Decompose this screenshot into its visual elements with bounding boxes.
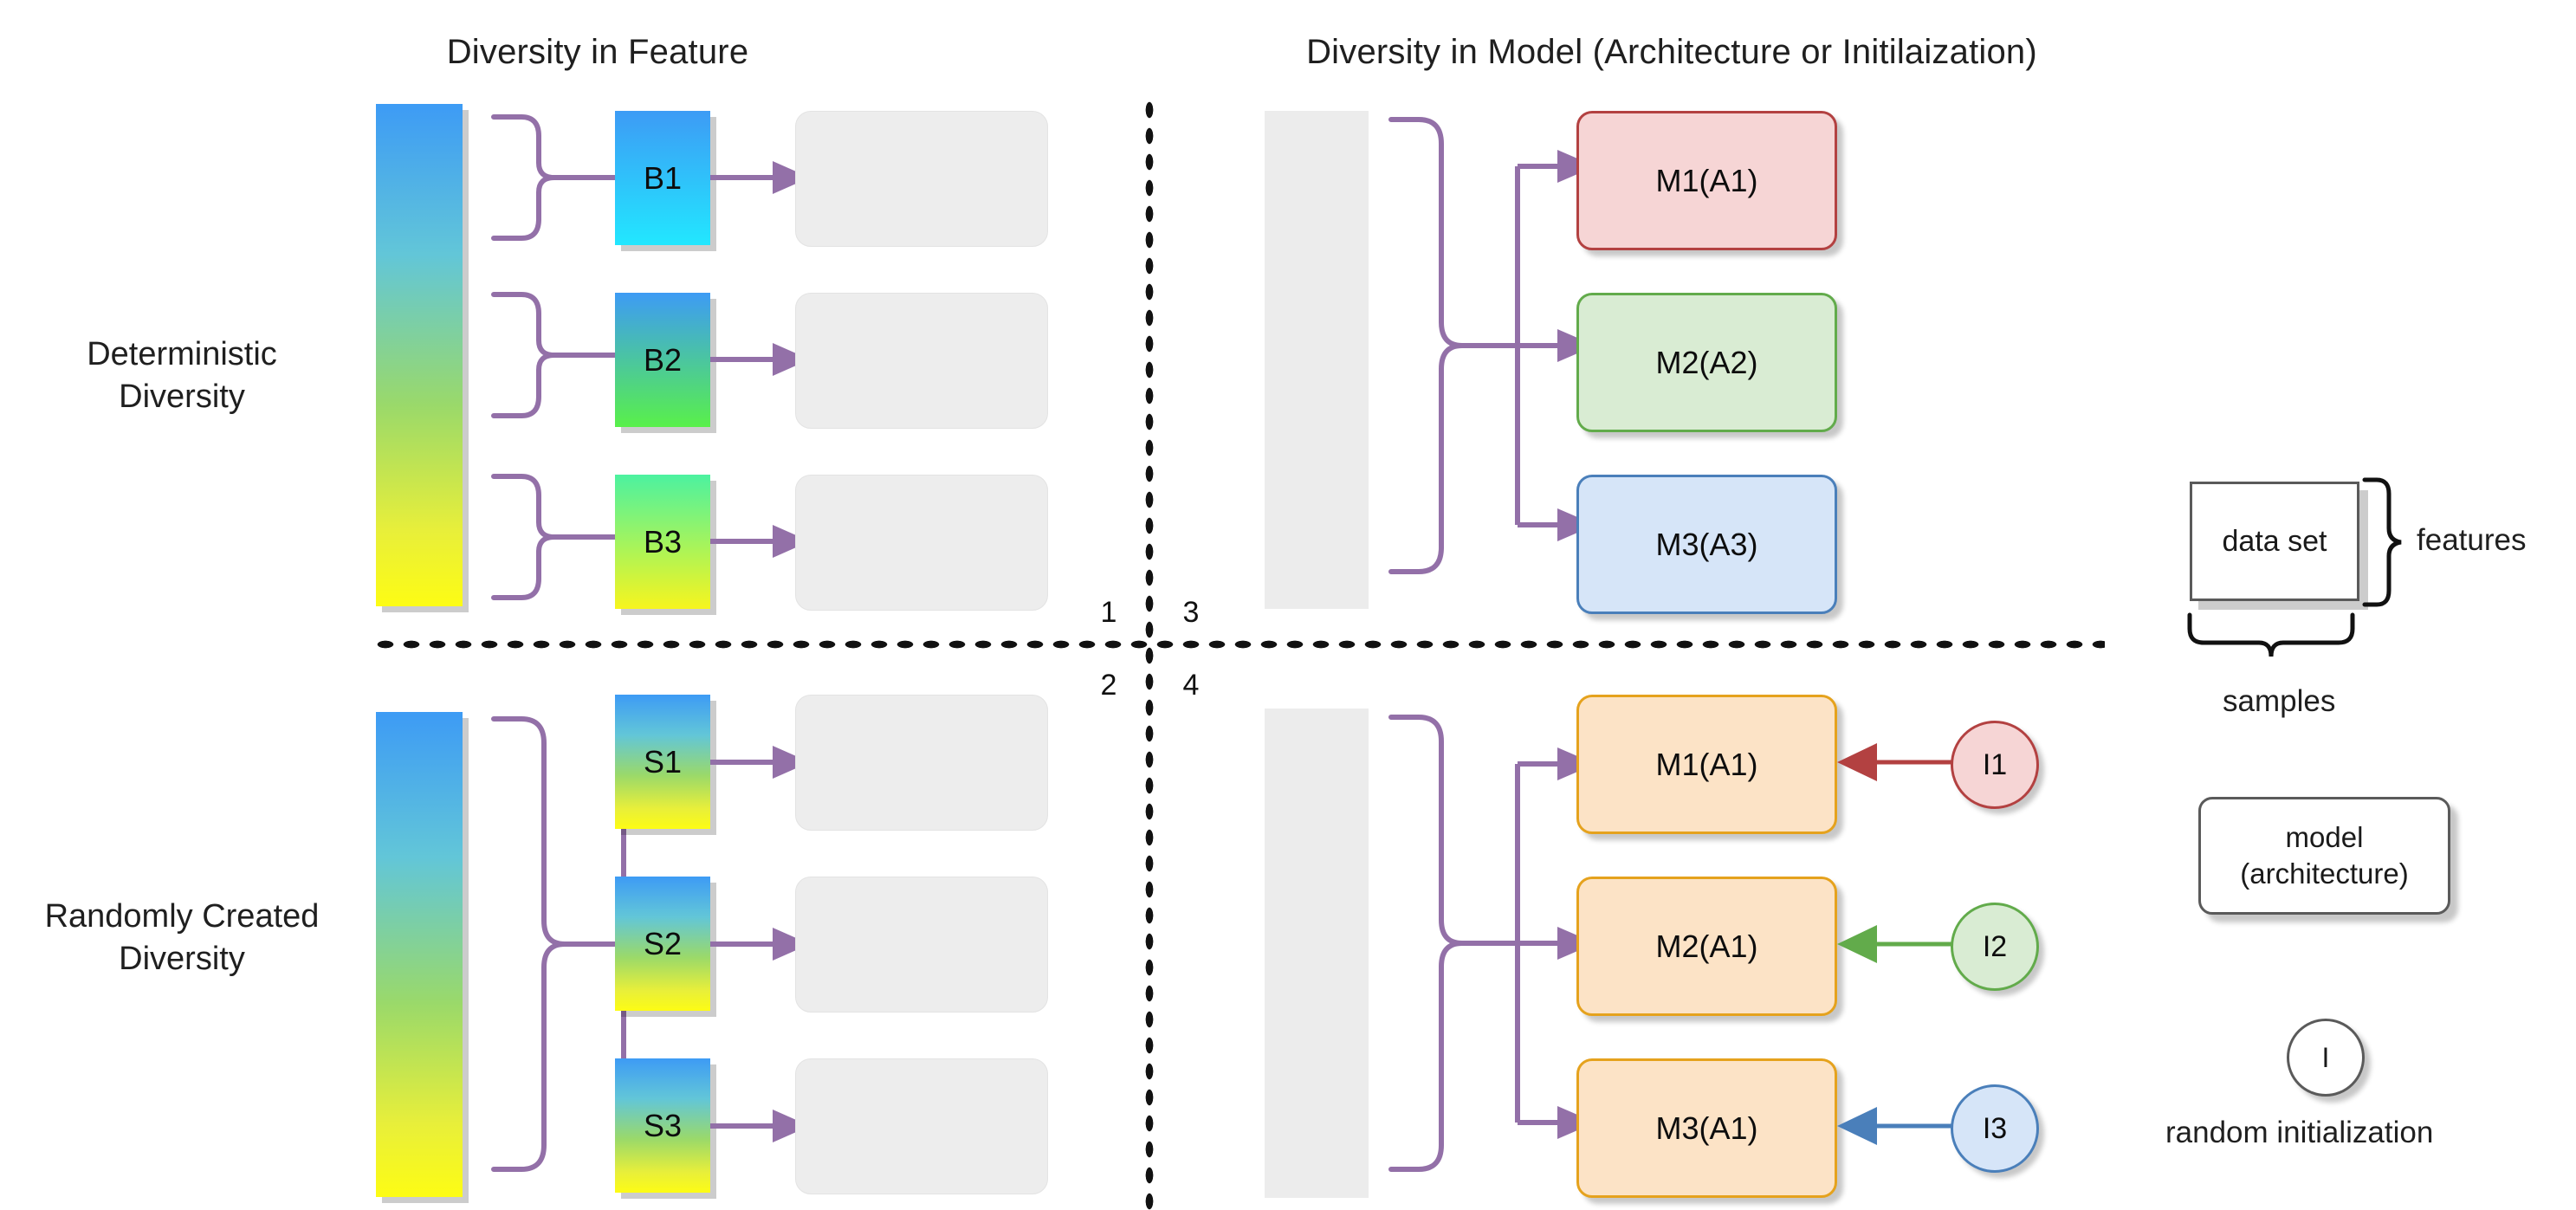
q4-brace-fanout-arrows [1388,715,1595,1172]
model-box-m2-a1-random: M2(A1) [1576,877,1837,1016]
sample-block-s3-label: S3 [643,1107,683,1143]
q2-dataset-gradient-column [376,712,463,1197]
model-box-m2-a2: M2(A2) [1576,293,1837,432]
right-column-title: Diversity in Model (Architecture or Init… [1306,33,2037,71]
init-circle-i2: I2 [1951,903,2039,991]
q3-dataset-column [1265,111,1369,609]
q2-output-box-1 [795,695,1048,831]
legend-samples-label: samples [2223,684,2336,718]
model-box-m1-a1-label: M1(A1) [1655,162,1758,198]
init-circle-i3: I3 [1951,1084,2039,1173]
feature-block-b3-label: B3 [643,523,683,560]
model-box-m1-a1-random: M1(A1) [1576,695,1837,834]
legend-init-symbol: I [2321,1041,2330,1073]
init-circle-i3-label: I3 [1982,1111,2008,1145]
q1-output-box-2 [795,293,1048,429]
quadrant-number-4: 4 [1182,669,1200,702]
quadrant-number-1: 1 [1100,596,1117,629]
model-box-m3-a3: M3(A3) [1576,475,1837,614]
q2-output-box-3 [795,1058,1048,1194]
legend-samples-brace [2187,612,2355,657]
sample-block-s2-label: S2 [643,925,683,961]
row-label-random-line2: Diversity [119,940,245,977]
quadrant-number-3: 3 [1182,596,1200,629]
legend-features-label: features [2417,523,2527,557]
q4-init-arrows [1837,743,1958,1145]
q1-output-box-1 [795,111,1048,247]
sample-block-s1-label: S1 [643,743,683,780]
sample-block-s1: S1 [615,695,710,829]
row-label-random: Randomly Created Diversity [0,896,364,980]
feature-block-b3: B3 [615,475,710,609]
q1-dataset-gradient-column [376,104,463,606]
row-label-random-line1: Randomly Created [44,898,320,935]
q1-output-arrows [710,161,810,558]
q4-dataset-column [1265,709,1369,1198]
model-box-m2-a2-label: M2(A2) [1655,344,1758,380]
legend-init-circle: I [2287,1019,2365,1097]
legend-model-line1: model [2285,820,2364,853]
sample-block-s2: S2 [615,877,710,1011]
init-circle-i1: I1 [1951,721,2039,809]
q3-brace-fanout-arrows [1388,117,1595,574]
model-box-m1-a1: M1(A1) [1576,111,1837,250]
legend-model-line2: (architecture) [2240,857,2409,890]
feature-block-b1: B1 [615,111,710,245]
model-box-m2-a1-random-label: M2(A1) [1655,928,1758,964]
legend-model-box: model (architecture) [2198,797,2450,915]
init-circle-i1-label: I1 [1982,747,2008,781]
row-label-deterministic-line1: Deterministic [87,336,277,372]
model-box-m3-a1-random: M3(A1) [1576,1058,1837,1198]
feature-block-b1-label: B1 [643,159,683,196]
q2-output-box-2 [795,877,1048,1013]
legend-init-caption: random initialization [2165,1116,2434,1149]
feature-block-b2-label: B2 [643,341,683,378]
row-label-deterministic-line2: Diversity [119,378,245,415]
q1-output-box-3 [795,475,1048,611]
legend-dataset-box: data set [2190,482,2359,601]
model-box-m1-a1-random-label: M1(A1) [1655,746,1758,782]
horizontal-dotted-divider [372,638,2105,650]
model-box-m3-a1-random-label: M3(A1) [1655,1110,1758,1146]
legend-features-brace [2362,477,2402,607]
feature-block-b2: B2 [615,293,710,427]
model-box-m3-a3-label: M3(A3) [1655,526,1758,562]
q2-output-arrows [710,746,810,1142]
quadrant-number-2: 2 [1100,669,1117,702]
sample-block-s3: S3 [615,1058,710,1193]
left-column-title: Diversity in Feature [446,33,749,71]
legend-dataset-label: data set [2222,524,2327,558]
vertical-dotted-divider [1143,97,1155,1210]
init-circle-i2-label: I2 [1982,929,2008,963]
row-label-deterministic: Deterministic Diversity [0,333,364,417]
